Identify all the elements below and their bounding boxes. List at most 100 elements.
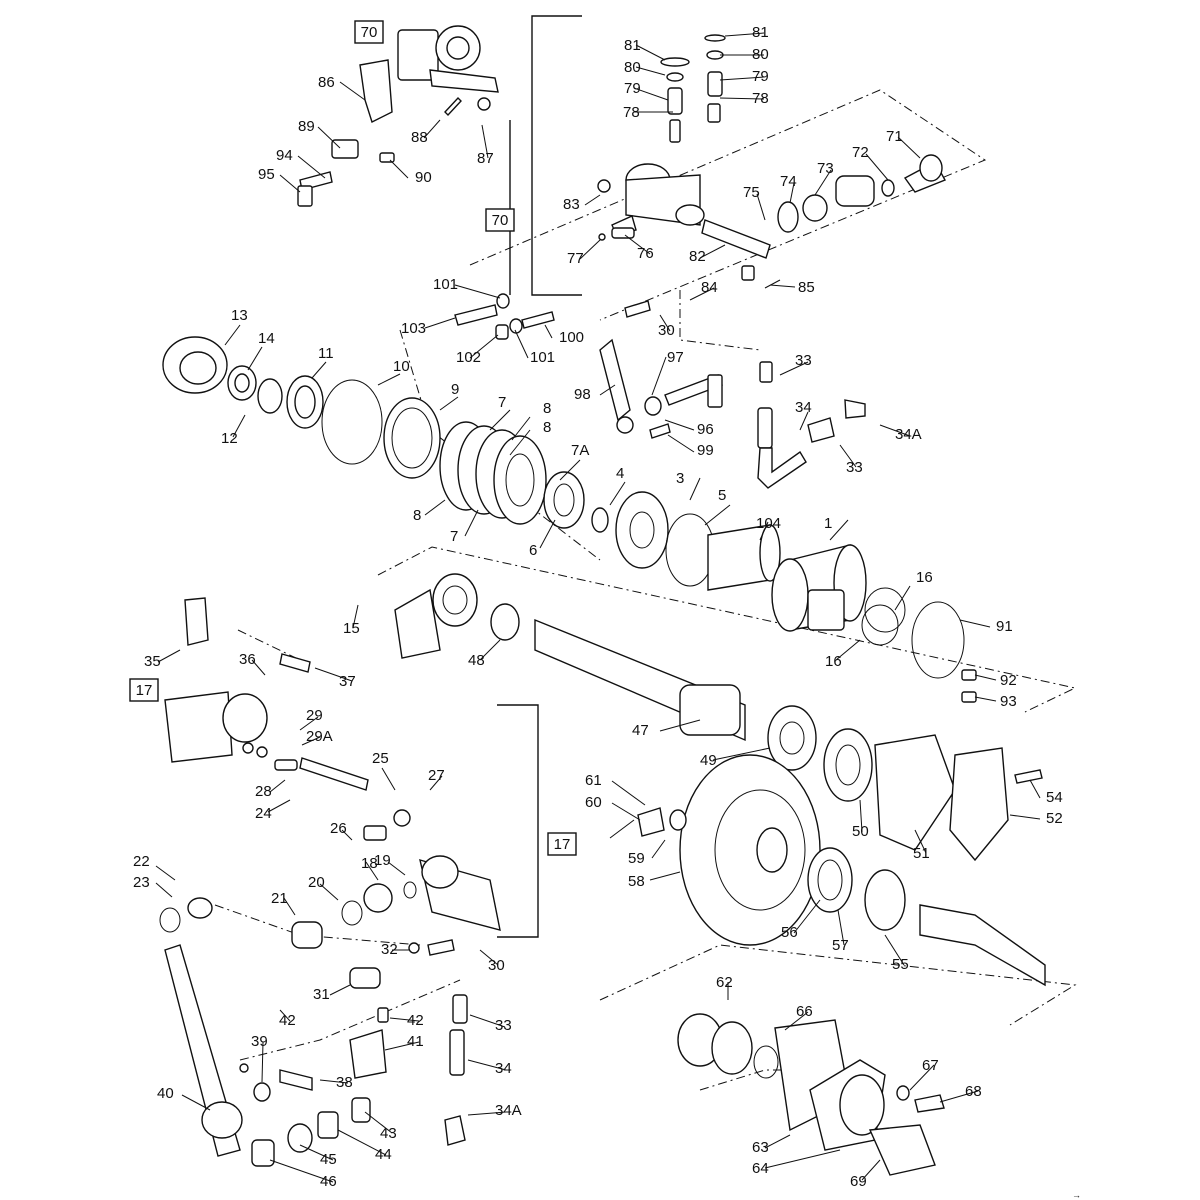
callout: 13 xyxy=(231,307,248,324)
callout-numbers: 1 3 4 5 6 7 7 7A 8 8 8 9 10 11 12 13 14 … xyxy=(133,24,1063,1190)
callout: 8 xyxy=(543,419,551,436)
callout: 88 xyxy=(411,129,428,146)
boxed-label-70-top: 70 xyxy=(354,20,384,44)
callout: 67 xyxy=(922,1057,939,1074)
leader-line xyxy=(381,767,396,791)
callout: 74 xyxy=(780,173,797,190)
callout: 35 xyxy=(144,653,161,670)
callout: 48 xyxy=(468,652,485,669)
leader-line xyxy=(429,775,443,791)
callout: 95 xyxy=(258,166,275,183)
callout: 7A xyxy=(571,442,589,459)
leader-line xyxy=(319,1079,349,1084)
boxed-label-text: 70 xyxy=(492,212,509,229)
callout: 29A xyxy=(306,728,333,745)
callout: 22 xyxy=(133,853,150,870)
leader-line xyxy=(861,1159,881,1181)
leader-line xyxy=(635,44,666,61)
callout: 39 xyxy=(251,1033,268,1050)
lever-98 xyxy=(599,338,723,439)
callout: 42 xyxy=(407,1012,424,1029)
callout: 59 xyxy=(628,850,645,867)
callout: 101 xyxy=(530,349,555,366)
callout: 76 xyxy=(637,245,654,262)
leader-line xyxy=(814,169,832,196)
leader-line xyxy=(712,747,771,761)
callout: 23 xyxy=(133,874,150,891)
callout: 4 xyxy=(616,465,624,482)
leader-line xyxy=(329,984,351,996)
leader-line xyxy=(651,839,666,859)
callout: 16 xyxy=(825,653,842,670)
leader-line xyxy=(699,244,726,259)
leader-line xyxy=(261,1041,264,1083)
callout: 14 xyxy=(258,330,275,347)
leader-line xyxy=(269,779,286,793)
output-housing xyxy=(677,1013,945,1176)
lower-fittings xyxy=(349,939,468,1146)
callout: 27 xyxy=(428,767,445,784)
leader-line xyxy=(789,182,795,204)
leader-line xyxy=(909,1064,935,1091)
leader-line xyxy=(337,1129,387,1156)
callout: 19 xyxy=(374,852,391,869)
callout: 5 xyxy=(718,487,726,504)
callout: 71 xyxy=(886,128,903,145)
callout: 40 xyxy=(157,1085,174,1102)
leader-line xyxy=(779,361,809,376)
leader-line xyxy=(839,444,857,468)
callout: 43 xyxy=(380,1125,397,1142)
leader-line xyxy=(611,780,646,806)
valve-body-lower-left xyxy=(164,597,411,841)
leader-line xyxy=(341,829,353,841)
leader-line xyxy=(364,1111,393,1134)
leader-line xyxy=(155,882,173,898)
leader-line xyxy=(299,716,319,731)
callout: 12 xyxy=(221,430,238,447)
callout: 51 xyxy=(913,845,930,862)
callout: 31 xyxy=(313,986,330,1003)
leader-line xyxy=(611,802,641,821)
leader-line xyxy=(704,504,731,526)
callout: 81 xyxy=(624,37,641,54)
callout: 11 xyxy=(318,345,334,362)
callout: 8 xyxy=(543,400,551,417)
callout: 75 xyxy=(743,184,760,201)
leader-line xyxy=(659,719,701,732)
boxed-label-17-right: 17 xyxy=(547,832,577,856)
callout: 94 xyxy=(276,147,293,164)
leader-line xyxy=(764,1134,791,1149)
callout: 90 xyxy=(415,169,432,186)
leader-line xyxy=(649,871,681,881)
callout: 1 xyxy=(824,515,832,532)
leader-line xyxy=(365,861,379,881)
callout: 18 xyxy=(361,855,378,872)
leader-line xyxy=(651,356,667,396)
callout: 25 xyxy=(372,750,389,767)
leader-line xyxy=(423,119,441,139)
callout: 66 xyxy=(796,1003,813,1020)
leader-line xyxy=(719,76,765,81)
callout: 99 xyxy=(697,442,714,459)
leader-line xyxy=(599,384,616,396)
leader-line xyxy=(769,284,796,288)
boxed-label-70-mid: 70 xyxy=(485,208,515,232)
leader-line xyxy=(509,429,531,456)
callout: 33 xyxy=(846,459,863,476)
leader-line xyxy=(339,81,366,101)
leader-line xyxy=(389,1017,420,1022)
leader-line xyxy=(181,1094,211,1111)
leader-line xyxy=(689,287,715,301)
callout: 41 xyxy=(407,1033,424,1050)
callout: 83 xyxy=(563,196,580,213)
callout: 104 xyxy=(756,515,781,532)
leader-line xyxy=(464,509,479,537)
callout: 9 xyxy=(451,381,459,398)
callout: 47 xyxy=(632,722,649,739)
callout: 85 xyxy=(798,279,815,296)
leader-line xyxy=(897,136,921,159)
leader-line xyxy=(784,1011,809,1031)
leader-line xyxy=(511,416,531,441)
clutch-front xyxy=(162,336,441,479)
callout: 80 xyxy=(752,46,769,63)
